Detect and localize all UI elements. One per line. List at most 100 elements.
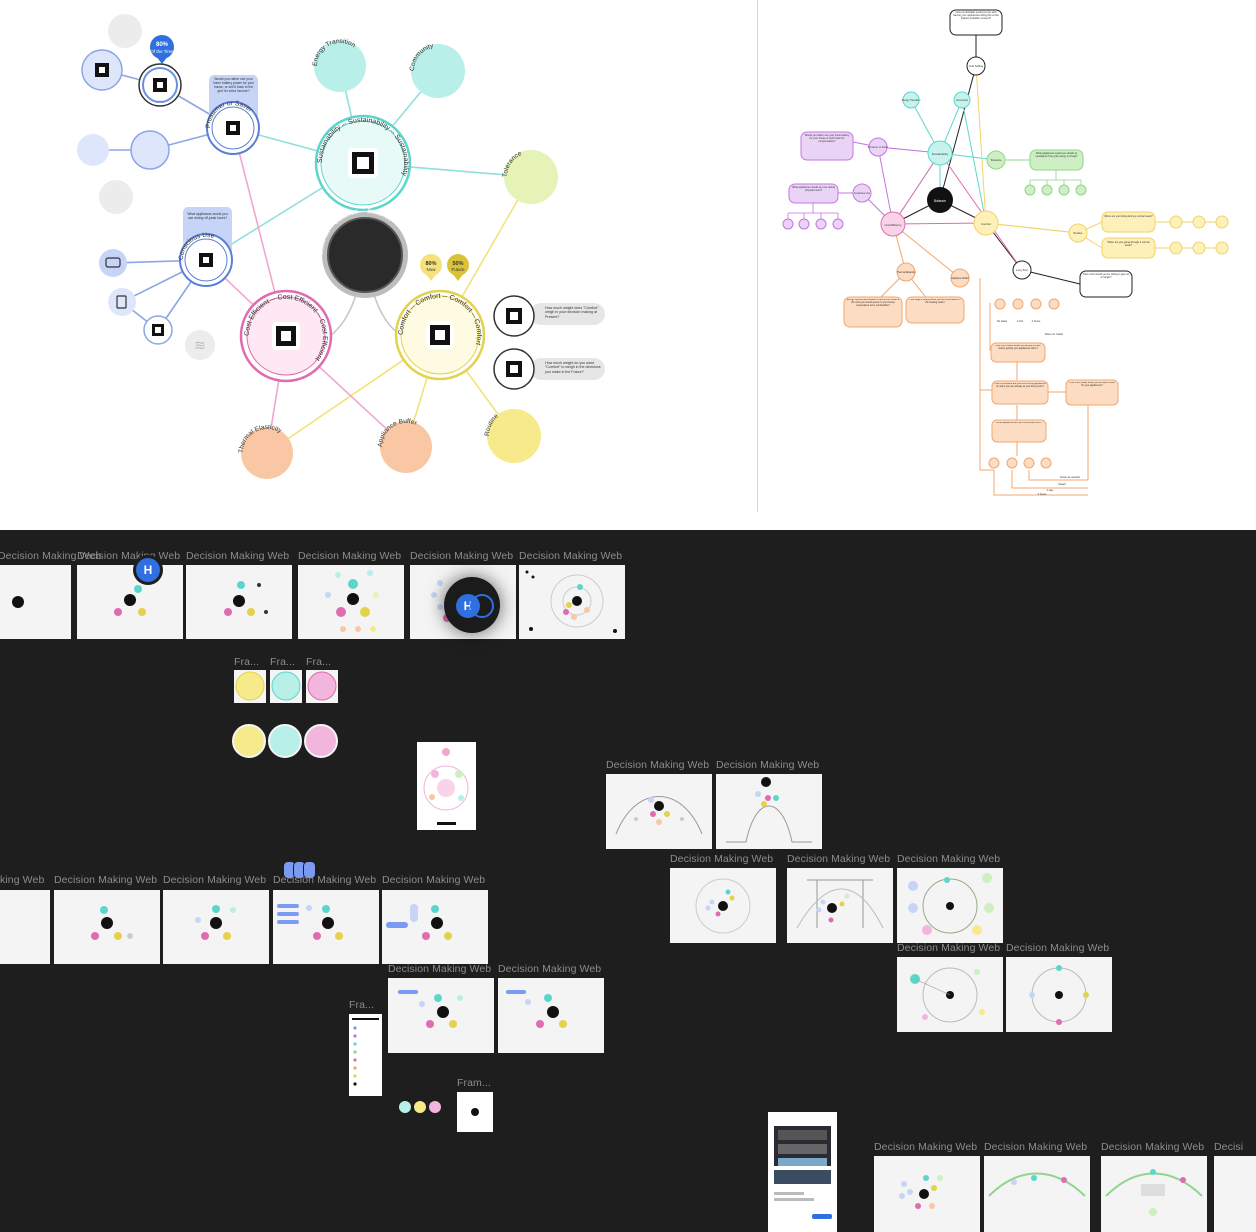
frame-thumbnail[interactable] <box>270 670 302 703</box>
frame-thumbnail[interactable] <box>897 868 1003 943</box>
frame-label[interactable]: Decision Making Web <box>897 942 1001 954</box>
svg-text:Cost Efficiency: Cost Efficiency <box>884 223 902 227</box>
svg-text:Long Term: Long Term <box>1016 268 1028 272</box>
conscious-card-text: What appliances would you use during off… <box>187 212 228 220</box>
prosumer-card-text: Would you rather use your home battery p… <box>212 77 255 93</box>
frame-label[interactable]: Decision Making Web <box>787 853 891 865</box>
frame-thumbnail[interactable] <box>716 774 822 849</box>
frame-label[interactable]: Decision Making Web <box>897 853 1001 865</box>
frame-thumbnail[interactable] <box>1006 957 1112 1032</box>
thermal-elasticity-node <box>241 427 293 479</box>
frame-thumbnail[interactable] <box>0 565 71 639</box>
frame-label[interactable]: Decision Making Web <box>0 550 102 562</box>
poster-thumbnail[interactable] <box>417 742 476 830</box>
flow-routine-node <box>1068 223 1088 243</box>
flow-diagram-board[interactable]: How comfortable would you be with having… <box>758 0 1256 512</box>
stacked-avatars[interactable] <box>283 861 317 879</box>
frame-label[interactable]: Fra... <box>306 656 332 668</box>
tolerance-node <box>504 150 558 204</box>
flow-green-appliances <box>1024 170 1087 196</box>
svg-text:Comfort: Comfort <box>981 222 991 226</box>
frame-label[interactable]: Decision Making Web <box>54 874 158 886</box>
svg-text:Prosumer or Saver: Prosumer or Saver <box>868 146 888 149</box>
top-boards: ≋ 80% Of the Time Would you rather use y… <box>0 0 1256 530</box>
collaborator-avatar[interactable]: H <box>136 558 160 582</box>
avatar-ring <box>470 594 494 618</box>
frame-thumbnail[interactable] <box>298 565 404 639</box>
frame-thumbnail[interactable] <box>1214 1156 1256 1232</box>
frame-label[interactable]: Decision Making Web <box>498 963 602 975</box>
svg-text:Balance: Balance <box>934 199 946 203</box>
svg-text:No delay: No delay <box>997 319 1008 323</box>
legend-thumbnail[interactable] <box>349 1014 382 1096</box>
comfort-question-text-1: How much weight does "Comfort" weigh in … <box>545 306 599 319</box>
flow-sustainability-node <box>927 140 953 166</box>
frame-thumbnail[interactable] <box>874 1156 980 1232</box>
frame-thumbnail[interactable] <box>0 890 50 964</box>
frame-thumbnail[interactable] <box>606 774 712 849</box>
frame-label[interactable]: Decision Making Web <box>298 550 402 562</box>
flow-yellow-routine-nodes <box>1169 215 1229 255</box>
frame-thumbnail[interactable] <box>457 1092 493 1132</box>
frame-label[interactable]: Decision Making Web <box>77 550 181 562</box>
frame-thumbnail[interactable] <box>234 670 266 703</box>
frame-label[interactable]: Decision Making Web <box>670 853 774 865</box>
flow-balance-node <box>927 187 953 213</box>
frame-thumbnail[interactable] <box>186 565 292 639</box>
frame-label[interactable]: Decision Making Web <box>519 550 623 562</box>
design-canvas[interactable]: Decision Making Web Decision Making Web … <box>0 530 1256 1232</box>
frame-thumbnail[interactable] <box>498 978 604 1053</box>
badge-future-text: Future <box>451 267 465 272</box>
frame-label[interactable]: king Web <box>0 874 45 886</box>
flow-question-morning <box>1101 211 1156 233</box>
flow-question-offpeak <box>788 183 839 204</box>
badge-now-text: Now <box>426 267 436 272</box>
flow-orange-top-appliances <box>994 298 1060 310</box>
frame-label[interactable]: Fra... <box>270 656 296 668</box>
frame-thumbnail[interactable] <box>519 565 625 639</box>
frame-thumbnail[interactable] <box>984 1156 1090 1232</box>
frame-thumbnail[interactable] <box>670 868 776 943</box>
color-swatch-circles[interactable] <box>232 723 340 759</box>
frame-label[interactable]: Decision Making Web <box>382 874 486 886</box>
flow-question-running <box>991 380 1049 405</box>
web-connections <box>93 65 549 454</box>
frame-label[interactable]: Decision Making Web <box>606 759 710 771</box>
frame-thumbnail[interactable] <box>77 565 183 639</box>
frame-label[interactable]: Fra... <box>234 656 260 668</box>
frame-thumbnail[interactable] <box>54 890 160 964</box>
frame-label[interactable]: Decision Making Web <box>410 550 514 562</box>
frame-thumbnail[interactable] <box>163 890 269 964</box>
mobile-screenshot[interactable] <box>768 1112 837 1232</box>
routine-node <box>487 409 541 463</box>
community-node <box>411 44 465 98</box>
frame-label[interactable]: Decision Making Web <box>388 963 492 975</box>
frame-thumbnail[interactable] <box>306 670 338 703</box>
frame-label[interactable]: Fram... <box>457 1077 491 1089</box>
frame-label[interactable]: Decision Making Web <box>874 1141 978 1153</box>
frame-thumbnail[interactable] <box>787 868 893 943</box>
frame-label[interactable]: Decision Making Web <box>1006 942 1110 954</box>
frame-label[interactable]: Fra... <box>349 999 375 1011</box>
small-color-dots[interactable] <box>398 1099 444 1115</box>
frame-thumbnail[interactable] <box>382 890 488 964</box>
frame-label[interactable]: Decisi <box>1214 1141 1244 1153</box>
decision-web-board[interactable]: ≋ 80% Of the Time Would you rather use y… <box>0 0 757 512</box>
frame-thumbnail[interactable] <box>388 978 494 1053</box>
frame-label[interactable]: Decision Making Web <box>1101 1141 1205 1153</box>
svg-text:Grid Selling: Grid Selling <box>969 64 984 68</box>
frame-label[interactable]: Decision Making Web <box>984 1141 1088 1153</box>
flow-purple-appliances <box>782 203 844 230</box>
flow-appliance-buffer-node <box>950 268 970 288</box>
flow-conscious-node <box>852 183 872 203</box>
flow-question-tolerance <box>1079 270 1133 298</box>
svg-text:Tolerance: Tolerance <box>990 158 1002 162</box>
appliance-buffer-node <box>380 421 432 473</box>
frame-label[interactable]: Decision Making Web <box>186 550 290 562</box>
frame-label[interactable]: Decision Making Web <box>273 874 377 886</box>
frame-thumbnail[interactable] <box>1101 1156 1207 1232</box>
frame-thumbnail[interactable] <box>273 890 379 964</box>
frame-label[interactable]: Decision Making Web <box>163 874 267 886</box>
frame-thumbnail[interactable] <box>897 957 1003 1032</box>
frame-label[interactable]: Decision Making Web <box>716 759 820 771</box>
